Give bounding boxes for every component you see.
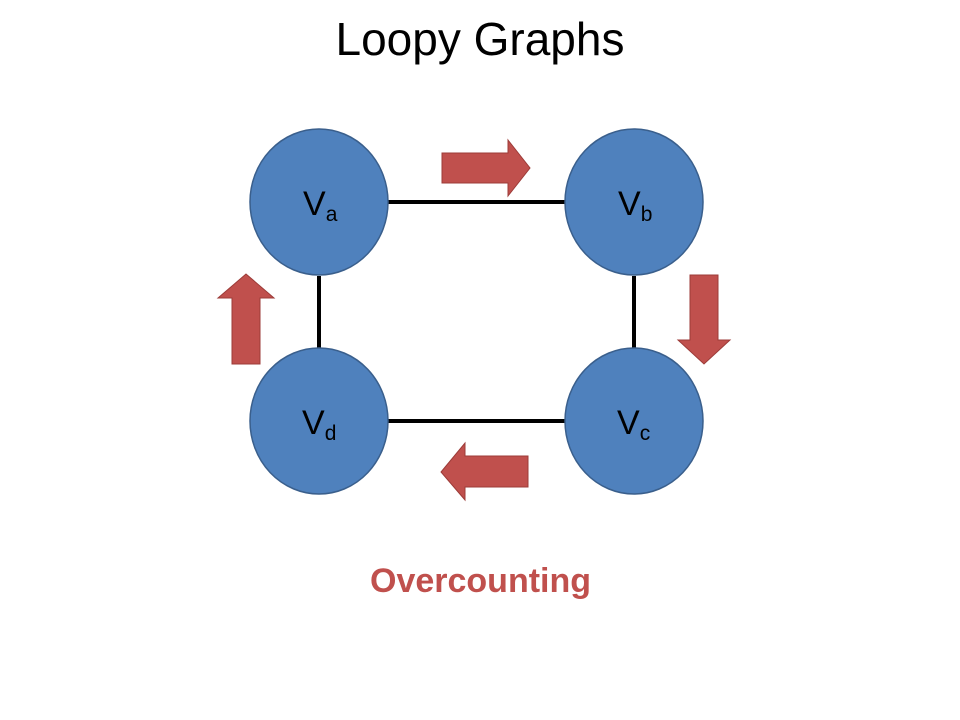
slide-title: Loopy Graphs xyxy=(335,13,625,65)
caption-overcounting: Overcounting xyxy=(370,562,592,600)
arrow-down-icon xyxy=(676,274,732,365)
node-va-label: Va xyxy=(303,185,338,226)
arrow-right-icon xyxy=(441,138,531,198)
node-vc-label: Vc xyxy=(617,404,650,445)
node-vb: Vb xyxy=(564,128,704,276)
node-vd-label: Vd xyxy=(302,404,336,445)
node-vd: Vd xyxy=(249,347,389,495)
node-vb-label: Vb xyxy=(618,185,652,226)
arrow-up-icon xyxy=(216,273,276,365)
arrow-left-icon xyxy=(440,441,529,502)
node-va: Va xyxy=(249,128,389,276)
node-vc: Vc xyxy=(564,347,704,495)
